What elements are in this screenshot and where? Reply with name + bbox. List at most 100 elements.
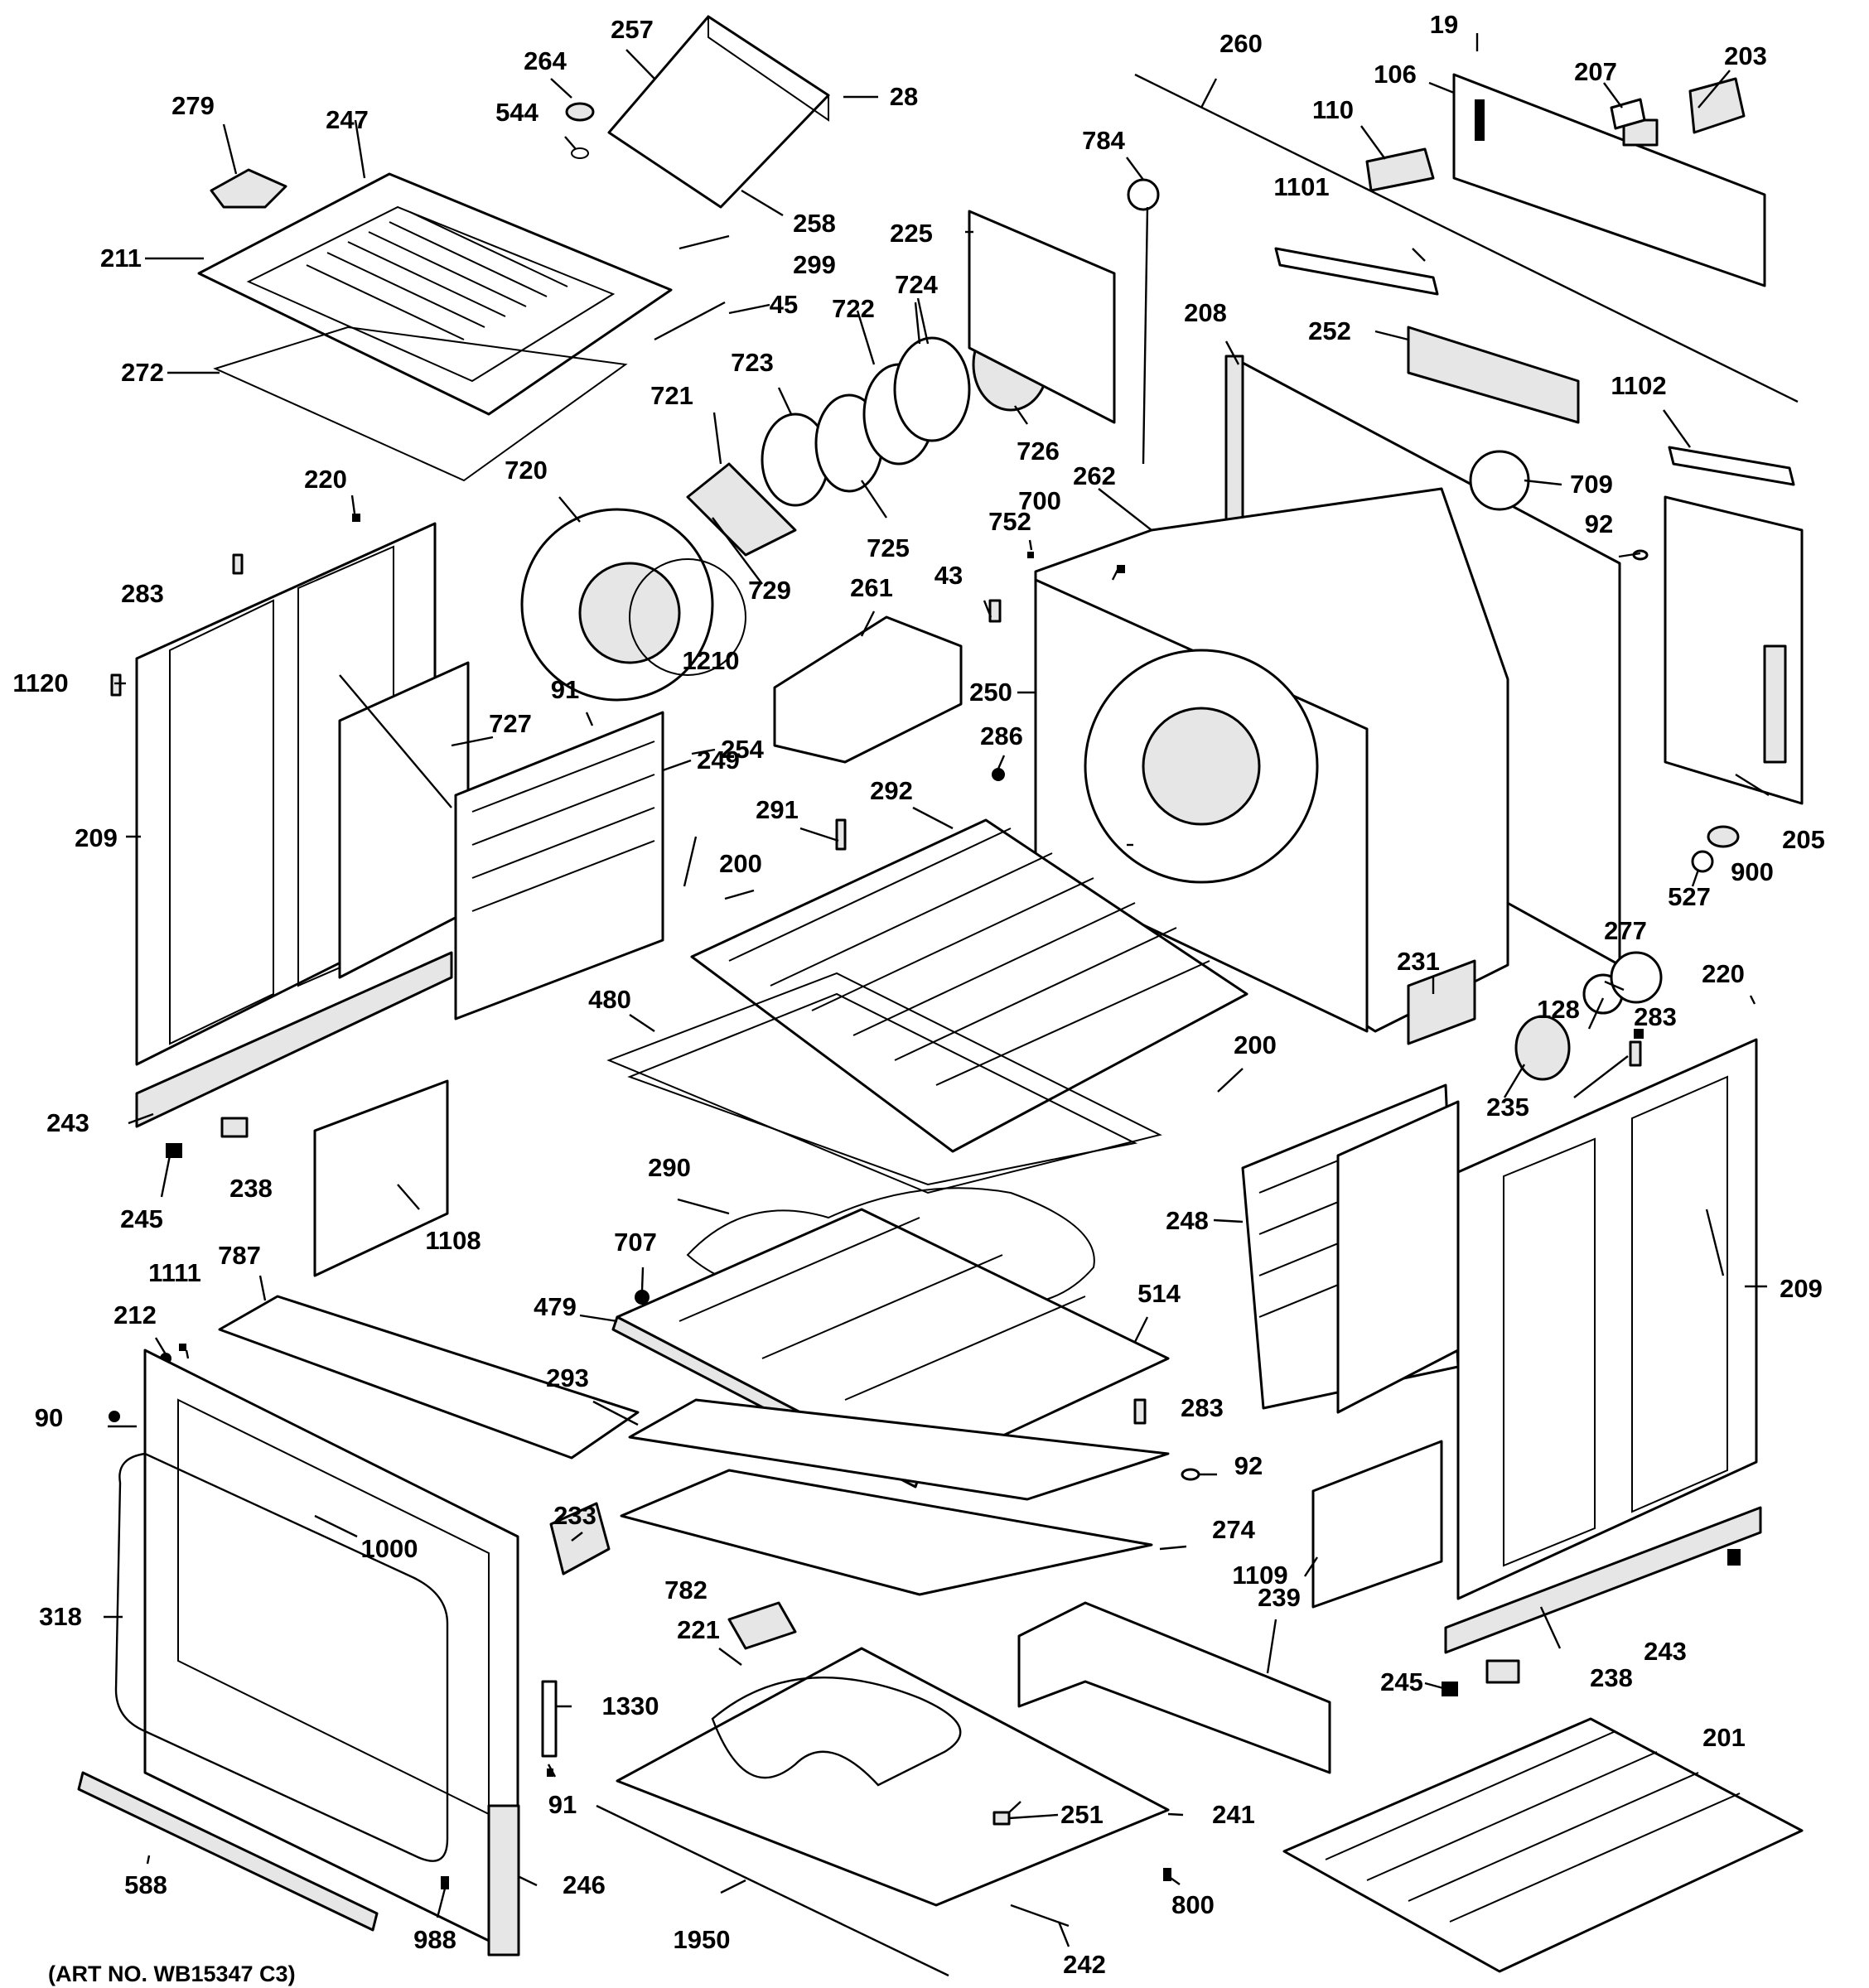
callout-248: 248 [1166, 1206, 1209, 1235]
callout-207: 207 [1574, 57, 1617, 86]
callout-201: 201 [1702, 1723, 1746, 1752]
callout-787: 787 [218, 1241, 261, 1270]
callout-1000: 1000 [361, 1534, 418, 1563]
callout-721: 721 [650, 381, 693, 410]
callout-249: 249 [697, 746, 740, 774]
callout-220: 220 [1702, 959, 1745, 988]
callout-752: 752 [988, 507, 1031, 536]
callout-260: 260 [1219, 29, 1263, 58]
callout-128: 128 [1537, 995, 1580, 1024]
callout-292: 292 [870, 776, 913, 805]
callout-200: 200 [719, 849, 762, 878]
callout-238: 238 [1590, 1663, 1633, 1692]
callout-544: 544 [495, 98, 538, 127]
callout-274: 274 [1212, 1515, 1255, 1544]
callout-211: 211 [100, 244, 142, 273]
callout-800: 800 [1171, 1890, 1215, 1919]
callout-700: 700 [1018, 486, 1061, 515]
callout-43: 43 [934, 561, 963, 590]
callout-720: 720 [505, 456, 548, 485]
callout-209: 209 [1780, 1274, 1823, 1303]
callout-291: 291 [756, 795, 799, 824]
callout-91: 91 [548, 1790, 577, 1819]
callout-246: 246 [563, 1870, 606, 1899]
callout-225: 225 [890, 219, 933, 248]
callout-200: 200 [1234, 1030, 1277, 1059]
callout-283: 283 [121, 579, 164, 608]
callout-250: 250 [969, 678, 1012, 707]
callout-900: 900 [1731, 857, 1774, 886]
callout-209: 209 [75, 823, 118, 852]
callout-283: 283 [1634, 1002, 1677, 1031]
callout-299: 299 [793, 250, 836, 279]
callout-1330: 1330 [602, 1691, 659, 1720]
callout-203: 203 [1724, 41, 1767, 70]
callout-262: 262 [1073, 461, 1116, 490]
callout-233: 233 [553, 1501, 596, 1530]
callout-1108: 1108 [425, 1226, 481, 1255]
callout-92: 92 [1234, 1451, 1263, 1480]
callout-258: 258 [793, 209, 836, 238]
callout-1111: 1111 [148, 1258, 201, 1287]
callout-729: 729 [748, 576, 791, 605]
part-drawings [77, 15, 1804, 1977]
callout-707: 707 [614, 1228, 657, 1257]
callout-238: 238 [229, 1174, 273, 1203]
callout-208: 208 [1184, 298, 1227, 327]
callout-261: 261 [850, 573, 893, 602]
callout-251: 251 [1060, 1800, 1104, 1829]
callout-221: 221 [677, 1615, 720, 1644]
callout-243: 243 [1644, 1637, 1687, 1666]
callout-727: 727 [489, 709, 532, 738]
callout-318: 318 [39, 1602, 82, 1631]
callout-220: 220 [304, 465, 347, 494]
callout-272: 272 [121, 358, 164, 387]
callout-588: 588 [124, 1870, 167, 1899]
callout-279: 279 [171, 91, 215, 120]
callout-257: 257 [611, 15, 654, 44]
callout-243: 243 [46, 1108, 89, 1137]
leader-lines [104, 33, 1770, 1947]
callout-709: 709 [1570, 470, 1613, 499]
callout-254: 254 [721, 735, 764, 764]
callout-722: 722 [832, 294, 875, 323]
callout-286: 286 [980, 721, 1023, 750]
callout-247: 247 [326, 105, 369, 134]
callout-90: 90 [35, 1403, 63, 1432]
callout-988: 988 [413, 1925, 456, 1954]
callout-1102: 1102 [1611, 371, 1666, 400]
callout-239: 239 [1258, 1583, 1301, 1612]
callout-290: 290 [648, 1153, 691, 1182]
callout-212: 212 [113, 1300, 157, 1329]
callout-726: 726 [1017, 437, 1060, 466]
callout-264: 264 [524, 46, 567, 75]
callout-106: 106 [1374, 60, 1417, 89]
callout-293: 293 [546, 1363, 589, 1392]
callout-252: 252 [1308, 316, 1351, 345]
callout-231: 231 [1397, 947, 1440, 976]
callout-725: 725 [867, 533, 910, 562]
callout-283: 283 [1181, 1393, 1224, 1422]
callout-480: 480 [588, 985, 631, 1014]
callout-92: 92 [1585, 509, 1613, 538]
callout-784: 784 [1082, 126, 1125, 155]
callout-723: 723 [731, 348, 774, 377]
callout-1101: 1101 [1273, 172, 1329, 201]
callout-45: 45 [770, 290, 798, 319]
callout-241: 241 [1212, 1800, 1255, 1829]
callout-235: 235 [1486, 1093, 1529, 1122]
callout-1109: 1109 [1232, 1561, 1287, 1590]
callout-724: 724 [895, 270, 938, 299]
callout-28: 28 [890, 82, 918, 111]
callout-1120: 1120 [12, 668, 68, 697]
callout-479: 479 [534, 1292, 577, 1321]
callout-1210: 1210 [683, 646, 740, 675]
callout-782: 782 [664, 1575, 708, 1604]
callout-245: 245 [120, 1204, 163, 1233]
art-number-caption: (ART NO. WB15347 C3) [48, 1961, 296, 1986]
callout-277: 277 [1604, 916, 1647, 945]
callout-245: 245 [1380, 1667, 1423, 1696]
callout-205: 205 [1782, 825, 1825, 854]
callout-91: 91 [551, 675, 579, 704]
